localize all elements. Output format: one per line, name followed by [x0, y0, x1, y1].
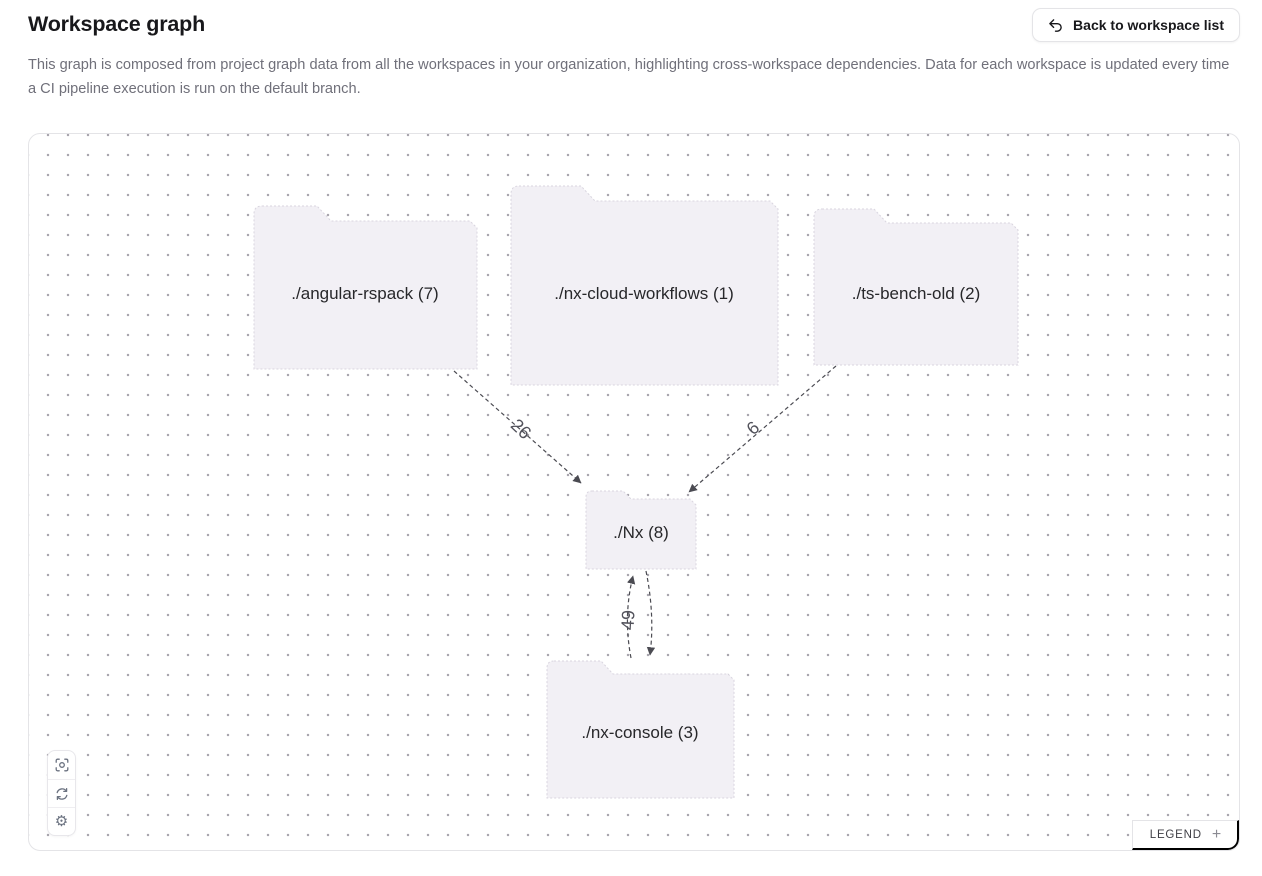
node-nx-console[interactable]: ./nx-console (3)	[546, 660, 735, 799]
node-label: ./angular-rspack (7)	[291, 284, 438, 303]
workspace-graph-canvas[interactable]: 26 6 49 ./angular-rspack (7) ./nx-cloud-…	[28, 133, 1240, 851]
graph-svg: 26 6 49 ./angular-rspack (7) ./nx-cloud-…	[253, 185, 1019, 799]
center-view-button[interactable]	[48, 751, 75, 779]
refresh-graph-button[interactable]	[48, 779, 75, 807]
node-nx[interactable]: ./Nx (8)	[585, 490, 697, 570]
node-label: ./nx-cloud-workflows (1)	[554, 284, 734, 303]
legend-label: LEGEND	[1149, 828, 1202, 841]
node-ts-bench-old[interactable]: ./ts-bench-old (2)	[813, 208, 1019, 366]
back-to-workspace-list-button[interactable]: Back to workspace list	[1032, 8, 1240, 42]
refresh-icon	[55, 787, 69, 801]
node-angular-rspack[interactable]: ./angular-rspack (7)	[253, 205, 478, 370]
edge-count-label: 26	[507, 415, 535, 443]
center-viewfinder-icon	[55, 758, 69, 772]
edge-angular-rspack-to-nx: 26	[453, 370, 582, 484]
legend-toggle-button[interactable]: LEGEND +	[1131, 820, 1239, 850]
node-label: ./nx-console (3)	[581, 723, 698, 742]
node-nx-cloud-workflows[interactable]: ./nx-cloud-workflows (1)	[510, 185, 779, 386]
edge-nx-console-to-nx: 49	[617, 575, 639, 659]
edge-count-label: 6	[743, 417, 764, 439]
plus-icon: +	[1211, 825, 1222, 843]
settings-gear-icon: ⚙	[54, 813, 69, 830]
edge-count-label: 49	[617, 609, 638, 630]
back-button-label: Back to workspace list	[1073, 17, 1224, 33]
graph-toolbar: ⚙	[47, 750, 76, 836]
page-description: This graph is composed from project grap…	[28, 57, 1230, 97]
node-label: ./ts-bench-old (2)	[852, 284, 981, 303]
node-label: ./Nx (8)	[613, 523, 669, 542]
page-title: Workspace graph	[28, 12, 206, 36]
arrow-uturn-left-icon	[1048, 18, 1063, 33]
graph-settings-button[interactable]: ⚙	[48, 807, 75, 835]
edge-nx-to-nx-console	[645, 570, 656, 656]
